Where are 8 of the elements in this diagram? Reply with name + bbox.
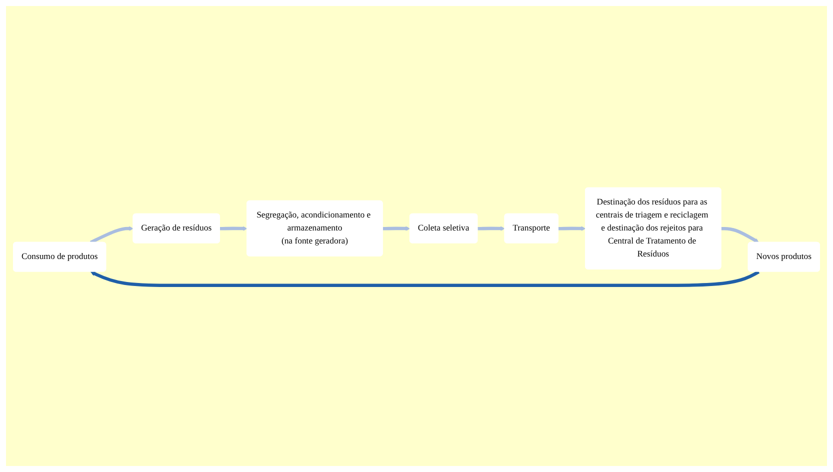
arrow xyxy=(220,226,248,230)
arrow xyxy=(721,226,759,242)
arrow xyxy=(90,226,134,244)
flowchart: Consumo de produtos Geração de resíduos Segregação, acondicionamento e armazenamento (na fonte geradora) Coleta seletiva Transporte Destinação dos resíduos para as centrais de triagem e reciclagem e destinação dos rejeitos para Central de Tratamento de Resíduos Novos produtos xyxy=(9,8,824,464)
arrow xyxy=(382,226,410,230)
arrow xyxy=(478,226,505,230)
arrow xyxy=(558,226,586,230)
arrow xyxy=(90,270,760,286)
